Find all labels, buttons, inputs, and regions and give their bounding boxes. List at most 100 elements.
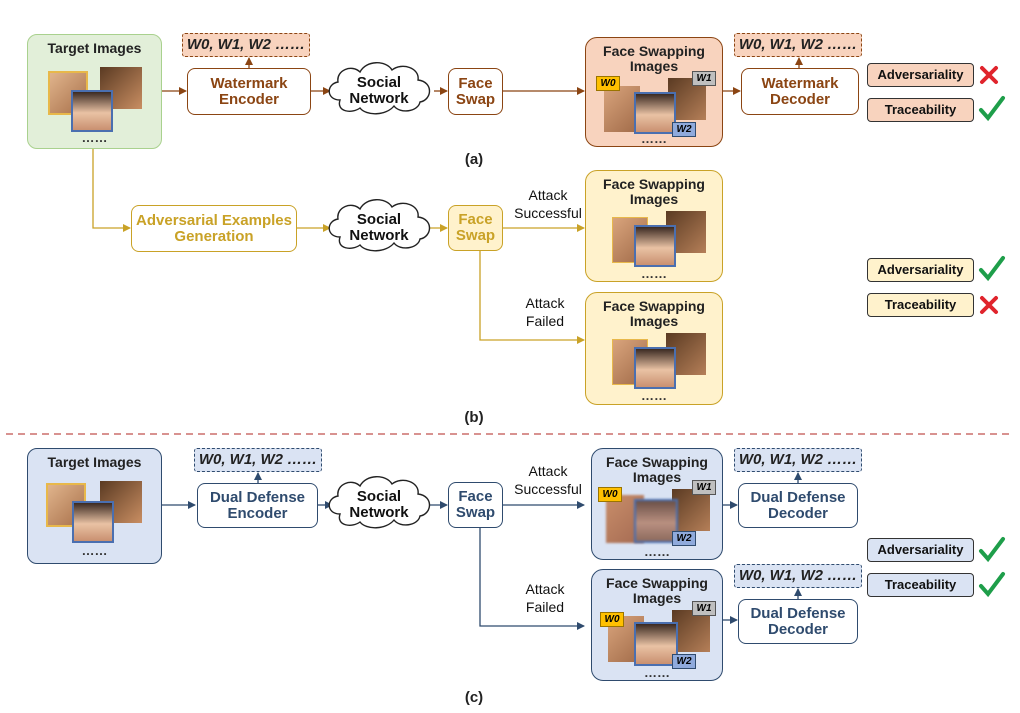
watermark-tag-w2: W2 [672,654,696,669]
watermark-bits-box: W0, W1, W2 …… [734,564,862,588]
face-swapping-title: Face Swapping Images [592,576,722,605]
ellipsis-text: …… [644,544,670,559]
title-line: Face Swapping [603,176,705,192]
social-network-line: Network [349,504,409,521]
attack-successful-label-c: Attack Successful [512,463,584,498]
ellipsis-text: …… [641,388,667,403]
label-line: Attack [528,463,568,479]
attack-failed-label-c: Attack Failed [510,581,580,616]
label-line: Attack [525,581,565,597]
face-swapping-images-box-a: Face Swapping Images W0 W1 W2 …… [585,37,723,147]
decoder-label-line: Decoder [767,504,829,522]
title-line: Images [629,312,679,329]
watermark-tag-w1: W1 [692,601,716,616]
label-line: Failed [525,312,565,329]
adversariality-label: Adversariality [877,67,964,83]
watermark-bits-text: W0, W1, W2 …… [738,36,858,54]
encoder-label-line: Dual Defense [209,488,306,506]
face-swapping-title: Face Swapping Images [586,44,722,73]
attack-successful-label-b: Attack Successful [512,187,584,222]
face-swapping-title: Face Swapping Images [586,177,722,206]
face-thumbnail [634,499,678,543]
traceability-badge-a: Traceability [867,98,974,122]
title-line: Face Swapping [603,298,705,314]
generator-label-line: Generation [174,227,254,245]
ellipsis-text: …… [81,543,108,558]
cloud-c [328,476,431,529]
face-swap-line: Face [458,211,493,229]
social-network-line: Social [356,211,402,229]
adversariality-label: Adversariality [877,262,964,278]
social-network-line: Social [356,74,402,92]
face-swap-box-a: Face Swap [448,68,503,115]
traceability-label: Traceability [884,297,957,313]
title-line: Face Swapping [606,454,708,470]
social-network-label-a: Social Network [344,72,414,110]
watermark-bits-text: W0, W1, W2 …… [186,36,306,54]
watermark-bits-text: W0, W1, W2 …… [198,451,318,469]
target-images-title: Target Images [47,40,142,56]
face-swapping-images-box-b-success: Face Swapping Images …… [585,170,723,282]
encoder-label-line: Watermark [210,74,288,92]
generator-label-line: Adversarial Examples [136,211,292,229]
social-network-label-c: Social Network [344,486,414,524]
check-icon [979,537,1005,563]
title-line: Face Swapping [606,575,708,591]
face-thumbnail [672,610,710,652]
check-icon [979,572,1005,598]
social-network-line: Network [349,90,409,107]
title-line: Images [629,190,679,207]
ellipsis-text: …… [644,665,670,680]
watermark-bits-text: W0, W1, W2 …… [738,451,858,469]
traceability-label: Traceability [884,102,957,118]
watermark-bits-box: W0, W1, W2 …… [734,448,862,472]
face-thumbnail [71,90,113,132]
social-network-line: Social [356,488,402,506]
title-line: Images [632,468,682,485]
social-network-line: Network [349,227,409,244]
watermark-encoder-box: Watermark Encoder [187,68,311,115]
label-line: Attack [525,295,565,311]
social-network-label-b: Social Network [344,209,414,247]
face-swap-line: Swap [455,504,496,521]
face-swapping-title: Face Swapping Images [592,455,722,484]
arrow-c-attack-failed [479,528,585,630]
cloud-b [328,199,431,252]
watermark-tag-w0: W0 [600,612,624,627]
decoder-label-line: Decoder [767,620,829,638]
label-line: Successful [514,480,582,497]
face-thumbnail [634,622,678,666]
label-line: Successful [514,204,582,221]
face-thumbnail [672,489,710,531]
face-swapping-images-box-b-failed: Face Swapping Images …… [585,292,723,405]
adversariality-badge-b: Adversariality [867,258,974,282]
check-icon [979,96,1005,122]
watermark-bits-box: W0, W1, W2 …… [734,33,862,57]
watermark-tag-w2: W2 [672,531,696,546]
watermark-bits-text: W0, W1, W2 …… [738,567,858,585]
cross-icon [980,66,998,84]
watermark-tag-w1: W1 [692,71,716,86]
face-swap-box-b: Face Swap [448,205,503,251]
adversariality-label: Adversariality [877,542,964,558]
face-swap-line: Face [458,74,493,92]
adversarial-generation-box: Adversarial Examples Generation [131,205,297,252]
watermark-bits-box: W0, W1, W2 …… [194,448,322,472]
face-swap-line: Swap [455,90,496,108]
decoder-label-line: Decoder [769,90,831,108]
watermark-tag-w0: W0 [598,487,622,502]
dual-defense-decoder-box-top: Dual Defense Decoder [738,483,858,528]
ellipsis-text: …… [81,130,108,145]
title-line: Images [632,589,682,606]
attack-failed-label-b: Attack Failed [510,295,580,330]
face-swap-line: Face [458,488,493,506]
face-swap-line: Swap [455,227,496,244]
label-line: Failed [525,598,565,615]
title-line: Images [629,57,679,74]
face-swap-box-c: Face Swap [448,482,503,528]
watermark-bits-box: W0, W1, W2 …… [182,33,310,57]
panel-caption-a: (a) [464,151,484,168]
face-swapping-title: Face Swapping Images [586,299,722,328]
traceability-badge-b: Traceability [867,293,974,317]
